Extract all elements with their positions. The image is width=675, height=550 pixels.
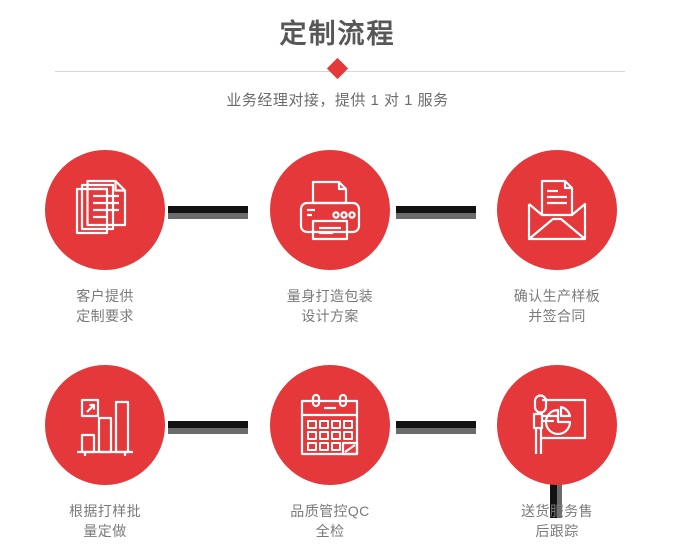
step-2-label: 量身打造包装 设计方案	[286, 288, 374, 324]
step-3-icon-circle	[497, 150, 617, 270]
page-subtitle: 业务经理对接，提供 1 对 1 服务	[226, 92, 449, 109]
process-row-bottom: 根据打样批 量定做	[0, 365, 675, 550]
step-1-icon-circle	[45, 150, 165, 270]
connector-step5-step6	[396, 421, 476, 434]
process-steps-grid: 客户提供 定制要求	[0, 150, 675, 550]
connector-shadow	[557, 480, 562, 518]
connector-bar	[168, 206, 248, 213]
envelope-document-icon	[527, 179, 587, 241]
process-row-top: 客户提供 定制要求	[0, 150, 675, 365]
connector-step4-step5	[168, 421, 248, 434]
step-2-icon-circle	[270, 150, 390, 270]
connector-shadow	[168, 213, 248, 219]
process-step-4[interactable]: 根据打样批 量定做	[10, 365, 200, 541]
step-1-label: 客户提供 定制要求	[76, 288, 134, 324]
process-step-3[interactable]: 确认生产样板 并签合同	[462, 150, 652, 326]
connector-bar	[550, 480, 557, 518]
step-5-label: 品质管控QC 全检	[290, 503, 370, 539]
connector-bar	[396, 206, 476, 213]
connector-step2-step3	[396, 206, 476, 219]
process-step-5[interactable]: 品质管控QC 全检	[235, 365, 425, 541]
process-step-6[interactable]: 送货服务售 后跟踪	[462, 365, 652, 541]
connector-bar	[168, 421, 248, 428]
presenter-piechart-icon	[532, 394, 587, 454]
connector-shadow	[396, 213, 476, 219]
bar-chart-growth-icon	[77, 398, 133, 456]
connector-step1-step2	[168, 206, 248, 219]
step-5-icon-circle	[270, 365, 390, 485]
step-6-label: 送货服务售 后跟踪	[521, 503, 593, 539]
calendar-icon	[300, 393, 359, 456]
step-4-label: 根据打样批 量定做	[69, 503, 141, 539]
printer-icon	[299, 180, 361, 241]
diamond-marker-icon	[326, 57, 349, 80]
process-step-1[interactable]: 客户提供 定制要求	[10, 150, 200, 326]
documents-stack-icon	[75, 179, 127, 235]
step-4-icon-circle	[45, 365, 165, 485]
connector-shadow	[168, 428, 248, 434]
process-step-2[interactable]: 量身打造包装 设计方案	[235, 150, 425, 326]
connector-bar	[396, 421, 476, 428]
step-6-icon-circle	[497, 365, 617, 485]
connector-shadow	[396, 428, 476, 434]
step-3-label: 确认生产样板 并签合同	[513, 288, 601, 324]
page-title: 定制流程	[279, 19, 396, 49]
